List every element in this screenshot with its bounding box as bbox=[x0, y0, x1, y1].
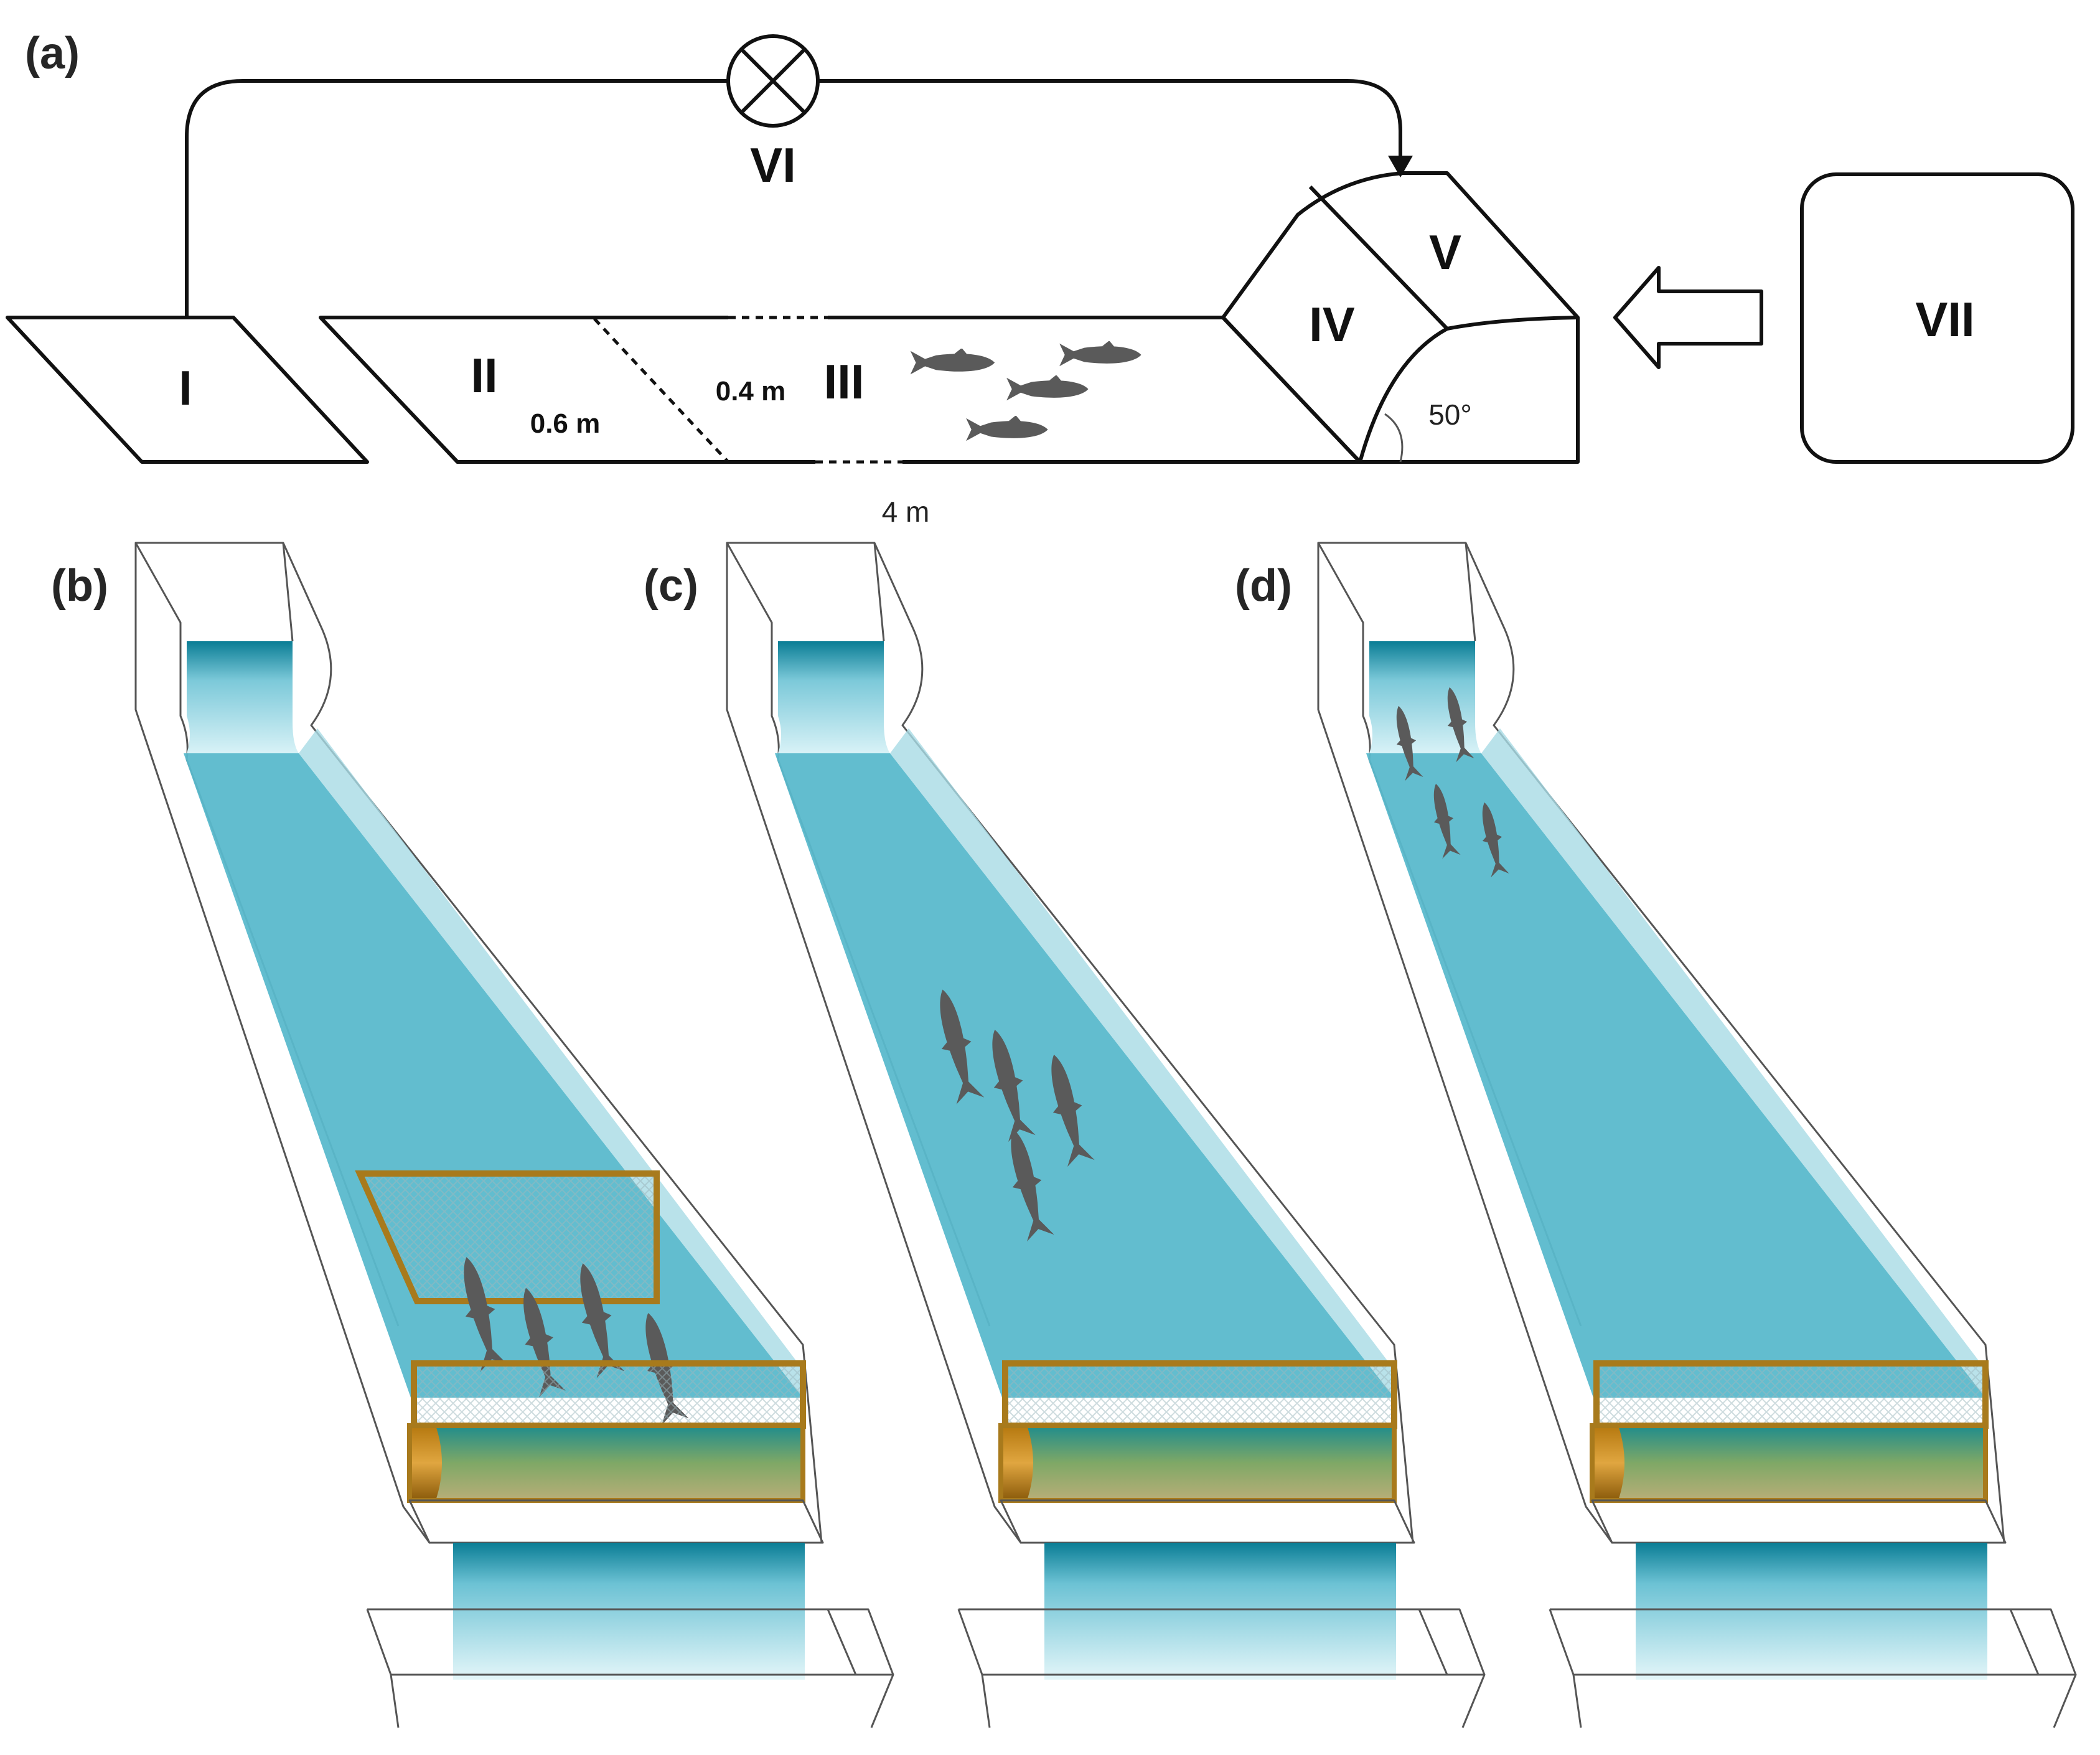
pump-icon bbox=[726, 34, 820, 128]
fish-icon bbox=[1059, 341, 1141, 367]
panel-label-b: (b) bbox=[51, 561, 108, 611]
upstream-waterfall bbox=[1369, 641, 1481, 753]
channel-water bbox=[775, 753, 1394, 1398]
catch-basin bbox=[366, 1608, 894, 1728]
panel-c-flume: (c) bbox=[644, 542, 1486, 1728]
catch-basin bbox=[1549, 1608, 2077, 1728]
upper-screen bbox=[355, 1170, 660, 1304]
pipe-left bbox=[185, 79, 727, 318]
label-IV: IV bbox=[1309, 297, 1355, 352]
panel-a-schematic: (a) VI I II III 0.6 m 0.4 m 4 m bbox=[6, 29, 2074, 528]
label-V: V bbox=[1429, 225, 1461, 280]
panel-label-a: (a) bbox=[25, 29, 80, 78]
label-III: III bbox=[823, 354, 864, 409]
panel-b-flume: (b) bbox=[51, 542, 894, 1728]
panel-d-flume: (d) bbox=[1235, 542, 2077, 1728]
upstream-waterfall bbox=[187, 641, 299, 753]
label-VII: VII bbox=[1915, 292, 1974, 347]
pipe-right bbox=[818, 79, 1402, 159]
fish-icon bbox=[966, 416, 1048, 441]
upstream-waterfall bbox=[778, 641, 890, 753]
fish-icon bbox=[910, 349, 995, 375]
collection-drum bbox=[1001, 1426, 1394, 1500]
camera-VII bbox=[1800, 172, 2074, 464]
spillway-IV-V bbox=[1221, 171, 1580, 464]
camera-direction-arrow-icon bbox=[1613, 266, 1763, 369]
panel-label-d: (d) bbox=[1235, 561, 1292, 611]
fish-icon bbox=[1006, 375, 1089, 401]
flow-arrowhead-icon bbox=[1388, 156, 1413, 177]
outflow-waterfall bbox=[1636, 1543, 1987, 1680]
label-VI: VI bbox=[750, 138, 796, 192]
label-II: II bbox=[471, 348, 497, 403]
reservoir-I bbox=[6, 316, 369, 464]
dim-width-downstream: 0.4 m bbox=[716, 376, 786, 407]
panel-label-c: (c) bbox=[644, 561, 698, 611]
dim-width-upstream: 0.6 m bbox=[530, 408, 601, 439]
outflow-waterfall bbox=[1044, 1543, 1396, 1680]
label-I: I bbox=[179, 360, 192, 415]
collection-drum bbox=[1592, 1426, 1985, 1500]
catch-basin bbox=[957, 1608, 1486, 1728]
dim-angle: 50° bbox=[1428, 398, 1472, 431]
collection-drum bbox=[410, 1426, 803, 1500]
dim-length: 4 m bbox=[882, 496, 930, 528]
channel-water bbox=[1366, 753, 1985, 1398]
section-divider bbox=[593, 318, 729, 463]
outflow-waterfall bbox=[453, 1543, 805, 1680]
